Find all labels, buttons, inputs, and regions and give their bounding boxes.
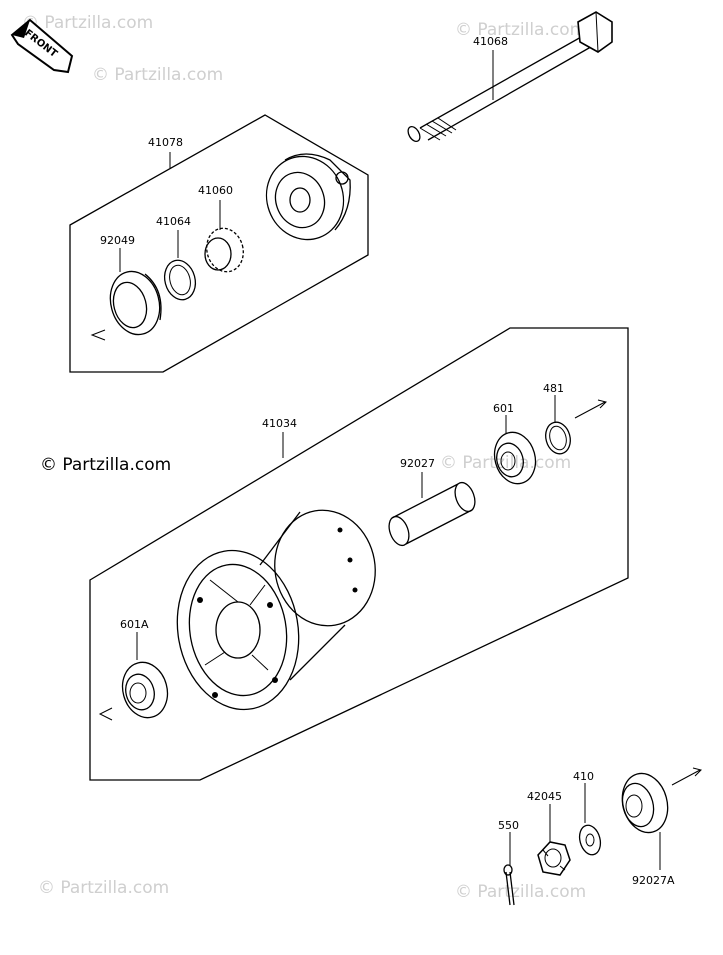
part-label-41060: 41060 [198,184,233,197]
gear-41060 [204,227,244,273]
castle-nut-42045 [537,841,571,876]
circlip-481 [545,421,571,455]
seal-92049 [109,270,162,336]
watermark: © Partzilla.com [40,455,171,475]
arrow-marker [90,329,106,341]
assembly-box-41034 [89,327,629,781]
wheel-hub-41034 [176,509,376,711]
watermark: © Partzilla.com [455,20,586,40]
spacer-92027 [388,481,476,547]
watermark: © Partzilla.com [455,882,586,902]
part-label-41034: 41034 [262,417,297,430]
watermark: © Partzilla.com [92,65,223,85]
arrow-marker [671,767,702,786]
part-label-550: 550 [498,819,519,832]
arrow-marker [574,399,607,419]
collar-92027A [621,772,669,834]
assembly-box-41078 [69,114,369,373]
part-label-42045: 42045 [527,790,562,803]
watermark: © Partzilla.com [440,453,571,473]
part-label-410: 410 [573,770,594,783]
part-label-92049: 92049 [100,234,135,247]
part-label-601: 601 [493,402,514,415]
watermark: © Partzilla.com [22,13,153,33]
part-label-41078: 41078 [148,136,183,149]
front-arrow-icon: FRONT [10,18,74,74]
retaining-ring-41064 [163,259,197,301]
arrow-marker [98,707,113,721]
part-label-92027: 92027 [400,457,435,470]
bearing-601A [121,661,169,719]
part-label-92027A: 92027A [632,874,675,887]
sprocket-housing [265,153,351,241]
part-label-601A: 601A [120,618,149,631]
bearing-601 [493,431,537,485]
part-label-41064: 41064 [156,215,191,228]
part-label-41068: 41068 [473,35,508,48]
part-label-481: 481 [543,382,564,395]
axle-41068 [407,11,613,143]
watermark: © Partzilla.com [38,878,169,898]
washer-410 [578,824,602,856]
cotter-pin-550 [503,864,515,906]
